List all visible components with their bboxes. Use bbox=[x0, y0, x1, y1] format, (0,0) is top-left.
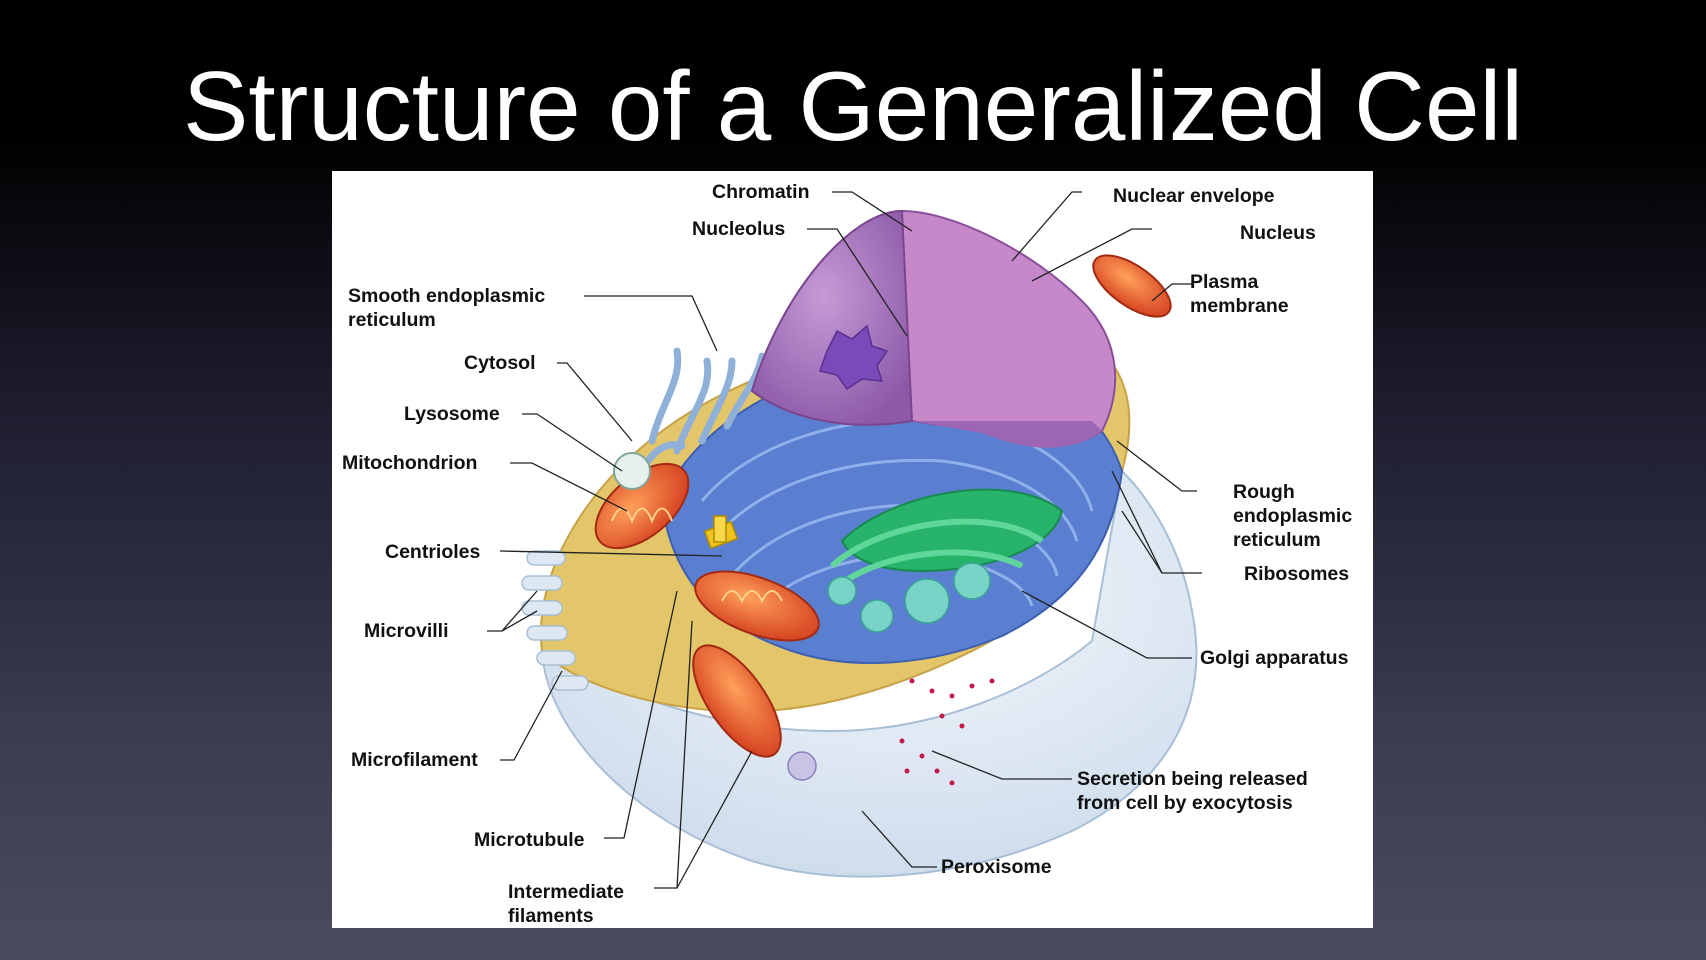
label-golgi: Golgi apparatus bbox=[1200, 647, 1349, 669]
slide-title: Structure of a Generalized Cell bbox=[183, 51, 1523, 161]
label-mitochondrion: Mitochondrion bbox=[342, 452, 477, 474]
leader-lines bbox=[487, 191, 1202, 889]
label-rough-er-2: endoplasmic bbox=[1233, 505, 1352, 527]
lysosome bbox=[613, 452, 651, 490]
label-nuclear-envelope: Nuclear envelope bbox=[1113, 185, 1275, 207]
cell-body bbox=[540, 468, 1198, 878]
label-smooth-er-1: Smooth endoplasmic bbox=[348, 285, 545, 307]
label-rough-er-3: reticulum bbox=[1233, 529, 1321, 551]
label-cytosol: Cytosol bbox=[464, 352, 536, 374]
cell-illustration: Chromatin Nucleolus Smooth endoplasmic r… bbox=[342, 181, 1352, 927]
cell-diagram: Chromatin Nucleolus Smooth endoplasmic r… bbox=[332, 171, 1373, 928]
label-peroxisome: Peroxisome bbox=[941, 856, 1052, 878]
label-chromatin: Chromatin bbox=[712, 181, 810, 203]
label-microfilament: Microfilament bbox=[351, 749, 478, 771]
label-plasma-2: membrane bbox=[1190, 295, 1289, 317]
secretion-vesicles bbox=[899, 678, 995, 786]
centrioles bbox=[703, 515, 739, 550]
nucleolus-shape bbox=[819, 324, 889, 391]
label-rough-er-1: Rough bbox=[1233, 481, 1295, 503]
label-intermediate-2: filaments bbox=[508, 905, 594, 927]
label-nucleus: Nucleus bbox=[1240, 222, 1316, 244]
label-centrioles: Centrioles bbox=[385, 541, 481, 563]
label-plasma-1: Plasma bbox=[1190, 271, 1258, 293]
smooth-er bbox=[638, 347, 766, 475]
mitochondria bbox=[594, 254, 1172, 758]
label-secretion-2: from cell by exocytosis bbox=[1077, 792, 1293, 814]
label-secretion-1: Secretion being released bbox=[1077, 768, 1308, 790]
label-intermediate-1: Intermediate bbox=[508, 881, 624, 903]
label-microtubule: Microtubule bbox=[474, 829, 585, 851]
microvilli bbox=[521, 550, 589, 691]
peroxisome bbox=[787, 751, 817, 781]
golgi-apparatus bbox=[827, 488, 1064, 633]
label-smooth-er-2: reticulum bbox=[348, 309, 436, 331]
label-ribosomes: Ribosomes bbox=[1244, 563, 1349, 585]
label-nucleolus: Nucleolus bbox=[692, 218, 785, 240]
label-microvilli: Microvilli bbox=[364, 620, 449, 642]
nucleus bbox=[750, 209, 1117, 448]
label-lysosome: Lysosome bbox=[404, 403, 500, 425]
